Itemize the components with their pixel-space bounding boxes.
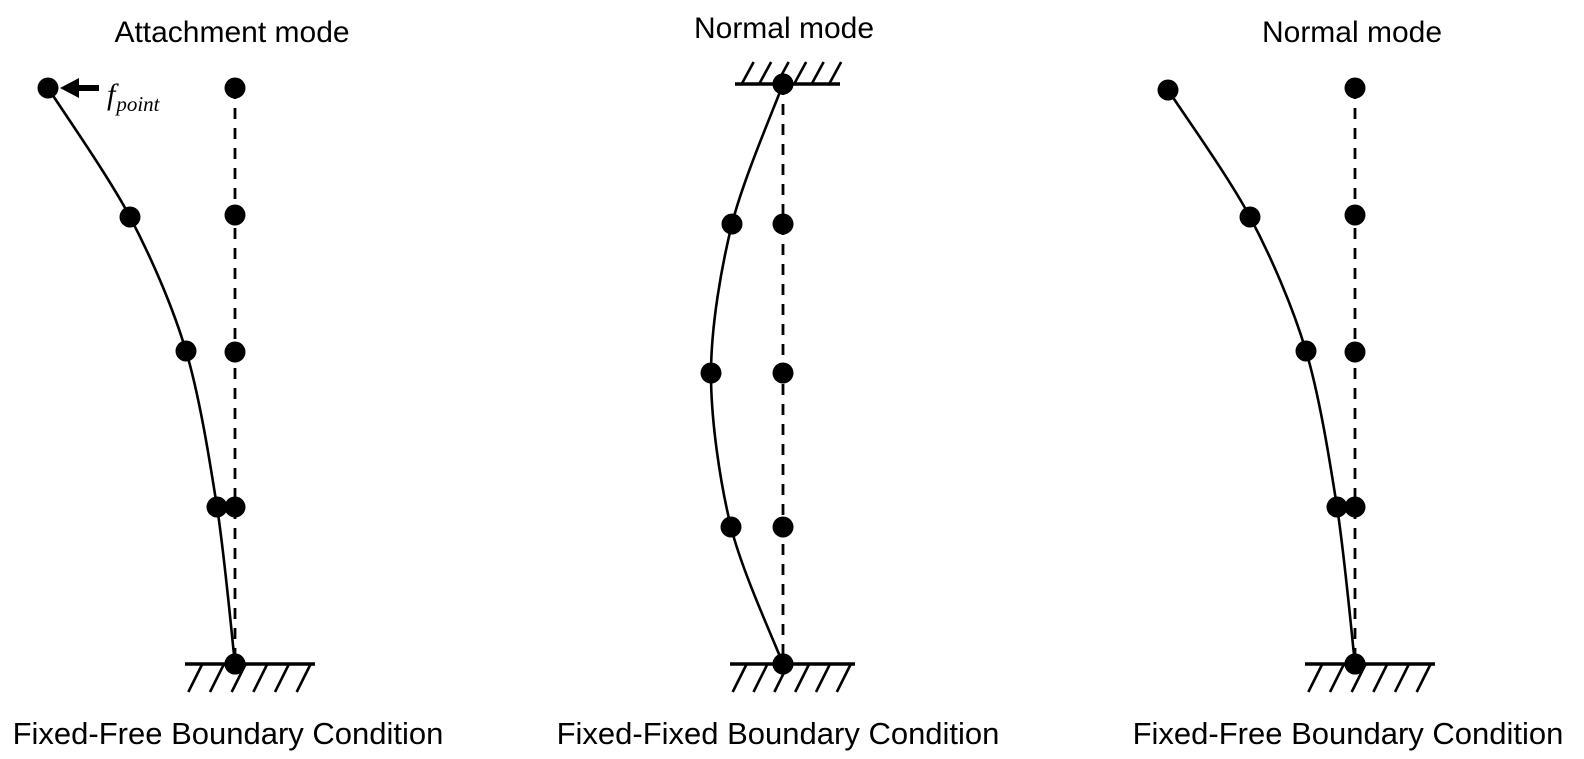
support-hatch-mark xyxy=(810,61,825,85)
support-hatch-mark xyxy=(835,663,852,693)
reference-node xyxy=(772,362,794,384)
panel-caption: Fixed-Free Boundary Condition xyxy=(13,716,444,751)
deformed-node xyxy=(119,206,141,228)
panel-caption: Fixed-Free Boundary Condition xyxy=(1133,716,1564,751)
deformed-node xyxy=(772,653,794,675)
reference-node xyxy=(1344,77,1366,99)
support-bottom-attachment-mode-fixed-free xyxy=(185,662,315,693)
deformed-node xyxy=(1295,340,1317,362)
support-hatch-mark xyxy=(793,61,808,85)
deformed-node xyxy=(700,362,722,384)
support-hatch-mark xyxy=(1415,663,1432,693)
deformed-node xyxy=(1326,496,1348,518)
deformed-node xyxy=(1344,653,1366,675)
mode-shape-curve xyxy=(46,86,237,666)
support-hatch-mark xyxy=(1393,663,1411,693)
support-hatch-mark xyxy=(1328,663,1346,693)
deformed-node xyxy=(37,77,59,99)
reference-node xyxy=(772,516,794,538)
support-hatch-mark xyxy=(273,663,291,693)
deformed-node xyxy=(224,653,246,675)
panel-caption: Fixed-Fixed Boundary Condition xyxy=(557,716,1000,751)
force-arrow-head-icon xyxy=(60,78,79,98)
deformed-node xyxy=(175,340,197,362)
reference-node xyxy=(224,341,246,363)
deformed-node xyxy=(1239,206,1261,228)
support-hatch-mark xyxy=(252,663,269,693)
force-annotation-attachment-mode-fixed-free: fpoint xyxy=(60,78,161,116)
support-hatch-mark xyxy=(1372,663,1389,693)
deformed-node xyxy=(1157,79,1179,101)
reference-node xyxy=(1344,496,1366,518)
reference-node xyxy=(224,204,246,226)
support-bottom-normal-mode-fixed-free xyxy=(1305,662,1435,693)
deformed-node xyxy=(772,73,794,95)
support-hatch-mark xyxy=(794,663,811,693)
deformed-node xyxy=(721,213,743,235)
force-label: fpoint xyxy=(107,78,161,116)
panel-title: Normal mode xyxy=(694,12,874,45)
panel-title: Normal mode xyxy=(1262,16,1442,49)
reference-node xyxy=(772,213,794,235)
support-hatch-mark xyxy=(828,61,843,85)
reference-node xyxy=(1344,341,1366,363)
support-hatch-mark xyxy=(187,663,204,693)
panel-title: Attachment mode xyxy=(114,16,349,49)
support-hatch-mark xyxy=(295,663,312,693)
support-hatch-mark xyxy=(740,61,755,85)
mode-shape-curve xyxy=(1166,88,1357,666)
support-hatch-mark xyxy=(1307,663,1324,693)
support-hatch-mark xyxy=(208,663,226,693)
deformed-node xyxy=(206,496,228,518)
support-hatch-mark xyxy=(752,663,769,693)
support-hatch-mark xyxy=(814,663,832,693)
reference-node xyxy=(1344,204,1366,226)
mode-shape-curve xyxy=(709,82,785,666)
support-hatch-mark xyxy=(731,663,748,693)
reference-node xyxy=(224,77,246,99)
reference-node xyxy=(224,496,246,518)
deformed-node xyxy=(720,516,742,538)
support-hatch-mark xyxy=(758,61,773,85)
